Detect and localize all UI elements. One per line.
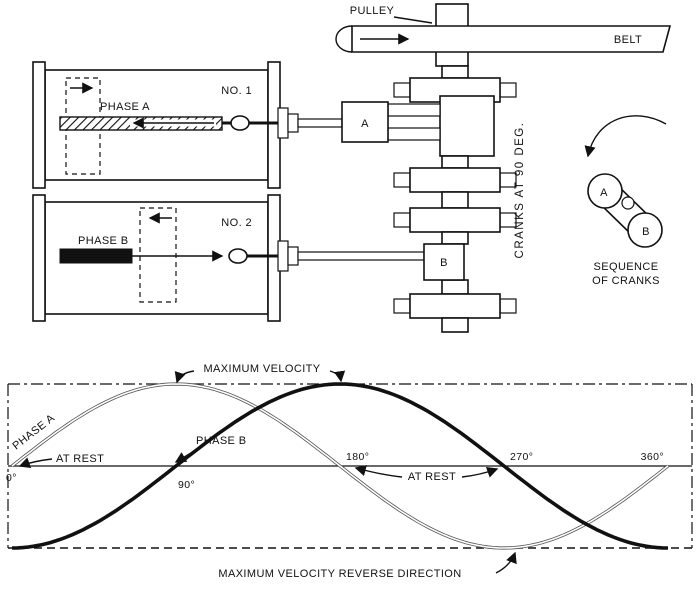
max-velocity-reverse-label: MAXIMUM VELOCITY REVERSE DIRECTION xyxy=(218,568,461,580)
at-rest-mid-arrow-left xyxy=(354,465,403,478)
main-bearing xyxy=(409,207,501,233)
rod-b-end-cap xyxy=(228,248,248,264)
tick-0: 0° xyxy=(6,472,17,484)
pulley-label: PULLEY xyxy=(350,5,395,17)
max-velocity-arrow-left xyxy=(174,370,195,384)
phase-b-pointer-arrow xyxy=(174,449,197,463)
crank-web-a xyxy=(439,95,495,157)
chart-phase-b-label: PHASE B xyxy=(196,435,247,447)
crank-pin-a-label: A xyxy=(361,118,369,130)
shaft-segment xyxy=(441,65,469,79)
piston-rod-b-solid xyxy=(59,248,133,264)
max-velocity-reverse-arrow xyxy=(495,551,517,574)
shaft-segment xyxy=(441,279,469,295)
belt-label: BELT xyxy=(614,34,642,46)
crank-pin-b-block xyxy=(423,243,465,281)
max-velocity-label: MAXIMUM VELOCITY xyxy=(203,363,320,375)
tick-90: 90° xyxy=(178,479,195,491)
gland-1-outer xyxy=(277,107,289,139)
max-velocity-arrow-right xyxy=(329,370,346,383)
cranks-at-90-label: CRANKS AT 90 DEG. xyxy=(514,122,526,259)
crosshead-guide-bottom xyxy=(387,127,441,141)
bearing-nub xyxy=(393,82,411,98)
velocity-chart: MAXIMUM VELOCITY PHASE A PHASE B AT REST… xyxy=(6,363,693,580)
phase-b-label: PHASE B xyxy=(78,235,129,247)
connecting-rod-a xyxy=(297,118,343,128)
gland-1-inner xyxy=(287,113,299,133)
piston-b-ghost-outline xyxy=(139,207,177,303)
bearing-nub xyxy=(499,82,517,98)
at-rest-mid-label: AT REST xyxy=(408,471,456,483)
bearing-nub xyxy=(393,212,411,228)
shaft-segment xyxy=(441,317,469,333)
bearing-nub xyxy=(499,298,517,314)
belt-left-wrap xyxy=(335,25,353,53)
at-rest-mid-arrow-right xyxy=(461,466,499,478)
connecting-rod-b xyxy=(297,251,425,261)
crank-pin-b-label: B xyxy=(440,257,448,269)
tick-180: 180° xyxy=(346,451,369,463)
sequence-b-label: B xyxy=(642,226,650,238)
cylinder-1-number: NO. 1 xyxy=(221,85,252,97)
tick-360: 360° xyxy=(641,451,664,463)
crosshead-a-block xyxy=(341,101,389,143)
bearing-nub xyxy=(393,298,411,314)
crank-lobe-a xyxy=(587,173,623,209)
main-bearing xyxy=(409,293,501,319)
crankshaft-column: CRANKS AT 90 DEG. xyxy=(387,65,526,333)
pulley-leader-line xyxy=(393,16,433,24)
sequence-a-label: A xyxy=(600,187,608,199)
phase-a-label: PHASE A xyxy=(100,101,150,113)
crank-hub xyxy=(621,196,635,210)
gland-2-inner xyxy=(287,246,299,266)
rotation-direction-arrow xyxy=(584,115,667,158)
shaft-segment xyxy=(441,191,469,209)
cylinder-1: PHASE A NO. 1 A xyxy=(32,61,389,189)
cylinder-2-number: NO. 2 xyxy=(221,217,252,229)
tick-270: 270° xyxy=(510,451,533,463)
gland-2-outer xyxy=(277,240,289,272)
rod-a-end-cap xyxy=(230,115,250,131)
cylinder-2: PHASE B NO. 2 B xyxy=(32,194,465,322)
at-rest-left-label: AT REST xyxy=(56,453,104,465)
at-rest-left-arrow xyxy=(18,457,53,468)
bearing-nub xyxy=(393,172,411,188)
crosshead-guide-top xyxy=(387,103,441,117)
main-bearing xyxy=(409,167,501,193)
cylinder-2-left-head xyxy=(32,194,46,322)
chart-phase-a-label: PHASE A xyxy=(10,412,57,452)
crank-sequence-detail: A B SEQUENCE OF CRANKS xyxy=(584,115,667,287)
pulley-assembly: PULLEY BELT xyxy=(335,3,672,67)
shaft-segment xyxy=(441,155,469,169)
crank-lobe-b xyxy=(627,212,663,248)
shaft-segment xyxy=(441,231,469,245)
cylinder-1-left-head xyxy=(32,61,46,189)
sequence-caption-line2: OF CRANKS xyxy=(592,275,660,287)
sequence-caption-line1: SEQUENCE xyxy=(594,261,659,273)
phase-b-curve xyxy=(11,382,669,550)
phase-a-curve-inner xyxy=(11,383,669,549)
belt-band xyxy=(351,25,672,53)
